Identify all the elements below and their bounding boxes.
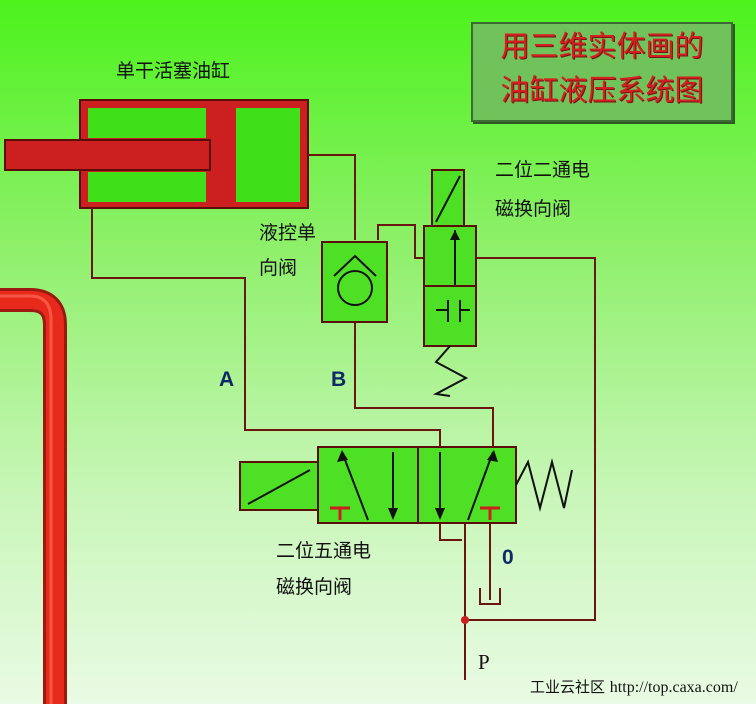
pilot-check-valve (321, 241, 388, 323)
footer-site: 工业云社区 (530, 678, 606, 696)
cylinder-label: 单干活塞油缸 (116, 60, 231, 82)
footer-watermark: 工业云社区 http://top.caxa.com/ (530, 676, 738, 697)
footer-url[interactable]: http://top.caxa.com/ (609, 679, 738, 696)
pilot-check-label-1: 液控单 (259, 222, 317, 244)
port-zero-label: 0 (502, 546, 514, 569)
red-pipe (0, 288, 67, 704)
port-a-label: A (219, 368, 235, 391)
title-line-2: 油缸液压系统图 (500, 73, 704, 107)
pilot-check-label-2: 向阀 (259, 257, 298, 279)
two-way-valve-label-2: 磁换向阀 (495, 198, 572, 220)
two-way-solenoid-valve (423, 169, 477, 397)
port-b-label: B (331, 368, 347, 391)
title-line-1: 用三维实体画的 (500, 29, 704, 63)
five-way-valve-label-2: 磁换向阀 (276, 576, 353, 598)
title-box: 用三维实体画的 油缸液压系统图 (471, 22, 733, 122)
cylinder (4, 99, 309, 209)
port-p-label: P (478, 650, 490, 674)
five-way-valve-label-1: 二位五通电 (276, 540, 372, 562)
junction-dot (461, 616, 469, 624)
two-way-valve-label-1: 二位二通电 (495, 159, 591, 181)
five-way-solenoid-valve (239, 446, 573, 524)
